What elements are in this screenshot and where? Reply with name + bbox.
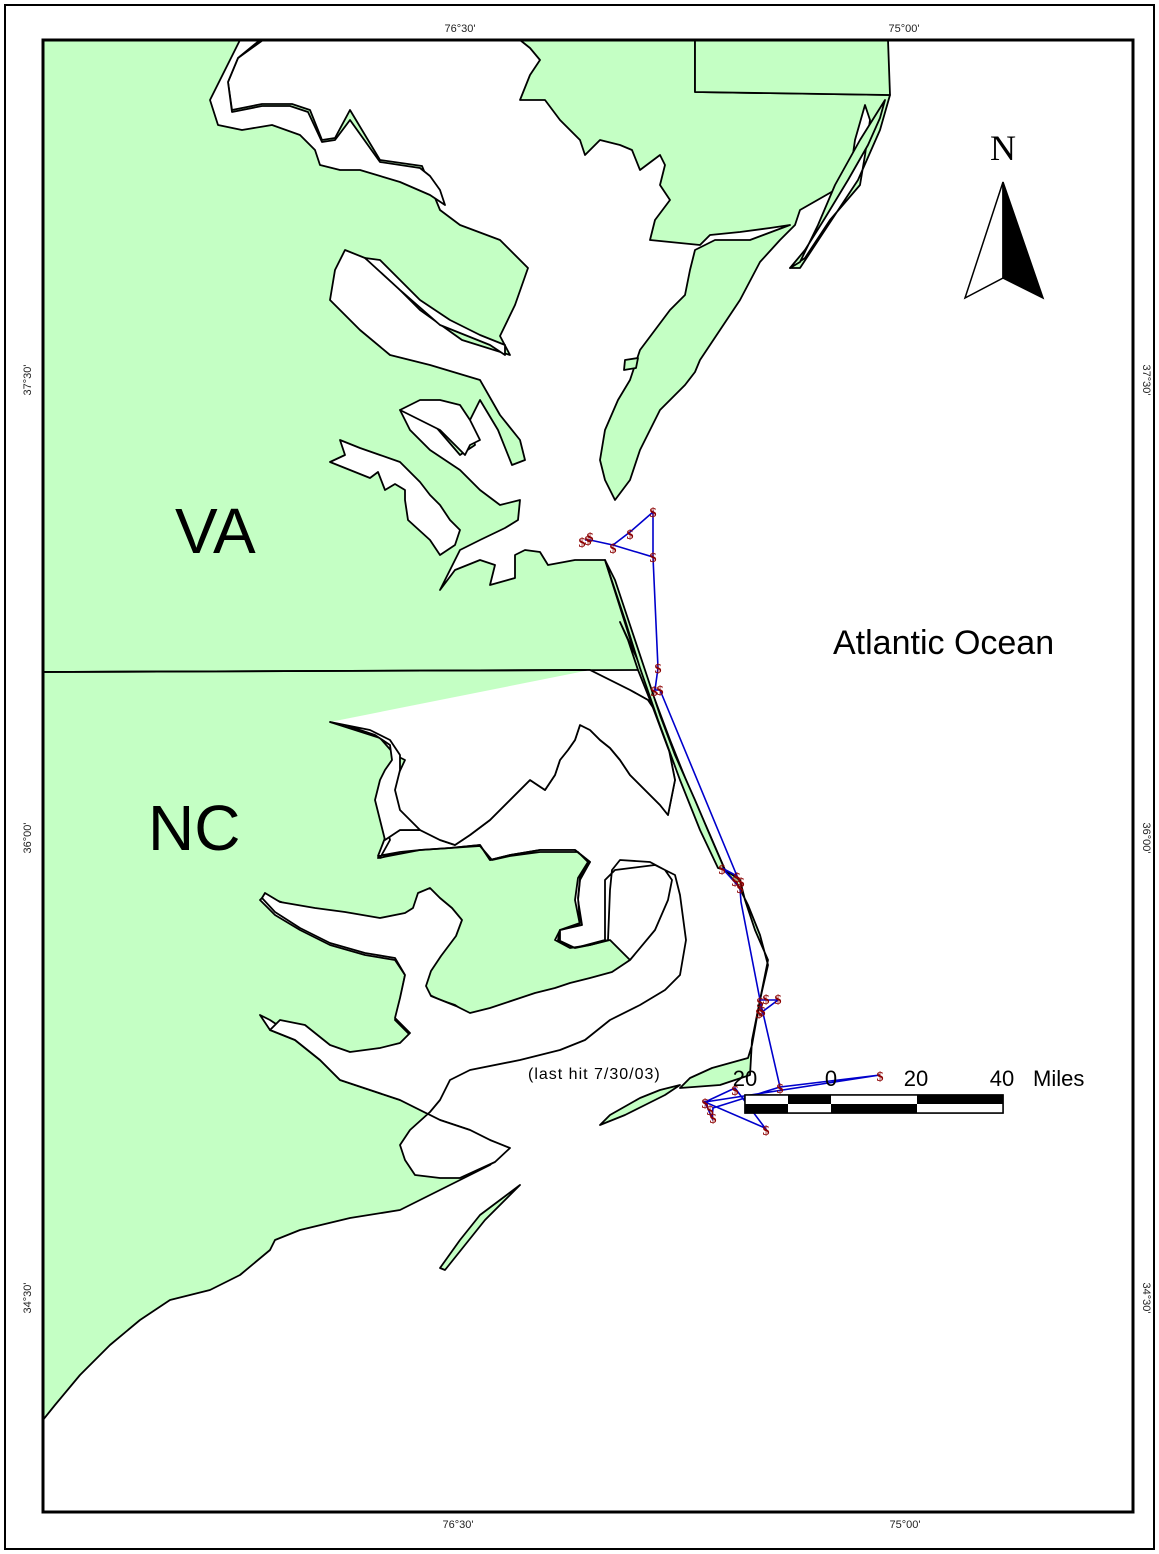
track-fix-marker: $ bbox=[657, 684, 664, 699]
grid-label-bottom-1: 76°30' bbox=[443, 1519, 474, 1531]
track-fix-marker: $ bbox=[734, 871, 741, 886]
map-frame bbox=[41, 38, 1135, 1514]
potomac-river bbox=[209, 40, 446, 206]
grid-label-top-2: 75°00' bbox=[889, 23, 920, 35]
virginia-land bbox=[43, 40, 641, 673]
track-fix-marker: $ bbox=[707, 1104, 714, 1119]
york-river bbox=[329, 439, 461, 556]
grid-label-left-2: 36°00' bbox=[22, 823, 34, 854]
track-fix-marker: $ bbox=[710, 1112, 717, 1127]
state-border bbox=[43, 669, 591, 673]
cape-charles-islet bbox=[623, 357, 639, 371]
track-fix-marker: $ bbox=[585, 534, 592, 549]
eastern-shore-land bbox=[519, 40, 891, 501]
ocean-label: Atlantic Ocean bbox=[833, 624, 1054, 662]
last-hit-label: (last hit 7/30/03) bbox=[528, 1066, 661, 1083]
delmarva-upper bbox=[694, 40, 891, 96]
chincoteague-island bbox=[789, 99, 886, 269]
scale-tick-4: 40 bbox=[990, 1066, 1014, 1091]
grid-label-bottom-2: 75°00' bbox=[890, 1519, 921, 1531]
mobjack-bay bbox=[399, 399, 481, 456]
track-fix-marker: $ bbox=[738, 876, 745, 891]
rappahannock-river bbox=[364, 257, 506, 356]
track-fix-marker: $ bbox=[655, 662, 662, 677]
track-fix-marker: $ bbox=[587, 531, 594, 546]
track-fix-marker: $ bbox=[763, 1124, 770, 1139]
grid-label-top-1: 76°30' bbox=[445, 23, 476, 35]
track-fix-marker: $ bbox=[777, 1082, 784, 1097]
track-markers: $$$$$$$$$$$$$$$$$$$$$$$$$$$ bbox=[579, 506, 884, 1139]
track-fix-marker: $ bbox=[650, 506, 657, 521]
track-fix-marker: $ bbox=[702, 1097, 709, 1112]
north-arrow-right-half bbox=[1002, 181, 1045, 300]
north-arrow: N bbox=[963, 128, 1045, 300]
scale-unit: Miles bbox=[1033, 1066, 1084, 1091]
scale-tick-1: 20 bbox=[733, 1066, 757, 1091]
grid-label-left-3: 34°30' bbox=[22, 1283, 34, 1314]
scale-tick-2: 0 bbox=[825, 1066, 837, 1091]
track-fix-marker: $ bbox=[650, 551, 657, 566]
cape-lookout-island bbox=[439, 1184, 521, 1271]
track-fix-marker: $ bbox=[759, 1005, 766, 1020]
grid-label-right-2: 36°00' bbox=[1140, 823, 1152, 854]
track-fix-marker: $ bbox=[757, 996, 764, 1011]
track-fix-marker: $ bbox=[763, 993, 770, 1008]
outer-banks-inner bbox=[604, 559, 726, 871]
track-fix-marker: $ bbox=[627, 528, 634, 543]
grid-label-right-1: 37°30' bbox=[1140, 365, 1152, 396]
grid-label-left-1: 37°30' bbox=[22, 365, 34, 396]
track-fix-marker: $ bbox=[732, 1084, 739, 1099]
track-fix-marker: $ bbox=[651, 685, 658, 700]
scale-tick-3: 20 bbox=[904, 1066, 928, 1091]
track-fix-marker: $ bbox=[732, 875, 739, 890]
albemarle-sound bbox=[261, 669, 687, 1179]
track-fix-marker: $ bbox=[737, 882, 744, 897]
north-letter: N bbox=[990, 128, 1016, 168]
scale-bar: 20 0 20 40 Miles bbox=[733, 1066, 1084, 1114]
ocracoke-island bbox=[599, 1084, 681, 1126]
track-fix-marker: $ bbox=[756, 1007, 763, 1022]
track-fix-marker: $ bbox=[579, 536, 586, 551]
map-area bbox=[43, 40, 1133, 1512]
state-label-va: VA bbox=[175, 495, 256, 567]
track-fix-marker: $ bbox=[719, 863, 726, 878]
track-fix-marker: $ bbox=[610, 542, 617, 557]
grid-label-right-3: 34°30' bbox=[1140, 1283, 1152, 1314]
track-fix-marker: $ bbox=[775, 993, 782, 1008]
track-fix-marker: $ bbox=[877, 1070, 884, 1085]
pamlico-river bbox=[329, 721, 421, 841]
state-label-nc: NC bbox=[148, 792, 240, 864]
